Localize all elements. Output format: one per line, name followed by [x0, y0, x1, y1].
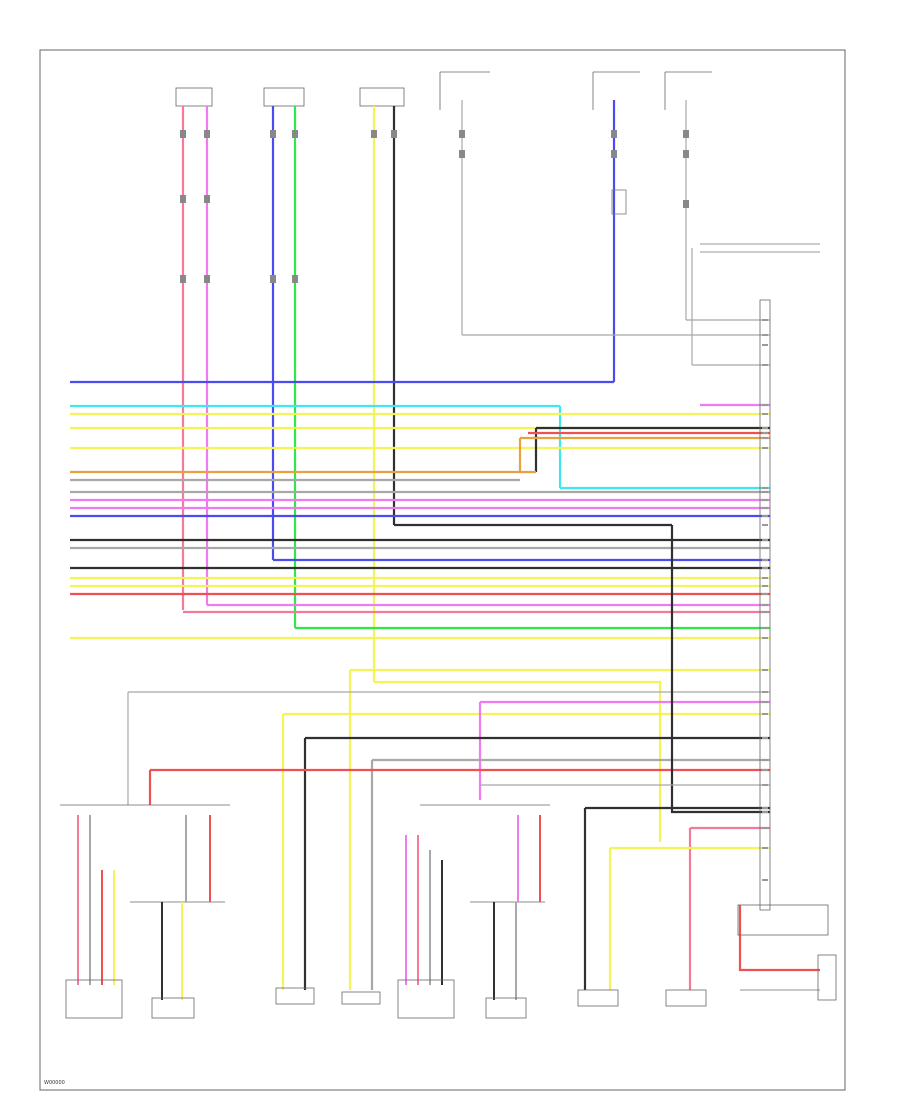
- connector-pin-35: [762, 784, 768, 786]
- bottom-component-9: [817, 954, 837, 1001]
- connector-pin-23: [762, 593, 768, 595]
- connector-pin-4: [762, 364, 768, 366]
- connector-top-3: [359, 87, 405, 107]
- connector-pin-12: [762, 491, 768, 493]
- bottom-component-7: [577, 989, 619, 1007]
- connector-pin-22: [762, 585, 768, 587]
- connector-top-1: [175, 87, 213, 107]
- connector-pin-27: [762, 637, 768, 639]
- wire-red-lower-2: [738, 905, 820, 972]
- connector-pin-30: [762, 701, 768, 703]
- connector-top-6: [664, 71, 712, 110]
- bottom-component-1: [65, 979, 123, 1019]
- connector-pin-9: [762, 437, 768, 439]
- connector-pin-17: [762, 539, 768, 541]
- horizontal-bus: [70, 319, 770, 640]
- connector-pin-18: [762, 547, 768, 549]
- connector-top-5: [592, 71, 640, 110]
- connector-pin-10: [762, 447, 768, 449]
- bottom-component-8: [665, 989, 707, 1007]
- diagram-frame: [39, 49, 846, 1091]
- connector-pin-38: [762, 827, 768, 829]
- connector-pin-5: [762, 404, 768, 406]
- wire-black-lower-2: [670, 525, 770, 814]
- lower-left-components: [60, 804, 550, 903]
- connector-pin-2: [762, 334, 768, 336]
- bottom-component-3: [275, 987, 315, 1005]
- connector-pin-11: [762, 487, 768, 489]
- connector-pin-8: [762, 432, 768, 434]
- connector-pin-32: [762, 737, 768, 739]
- connector-pin-26: [762, 627, 768, 629]
- connector-pin-16: [762, 524, 768, 526]
- lower-wires: [127, 525, 820, 991]
- top-connectors: [175, 71, 712, 110]
- connector-pin-24: [762, 604, 768, 606]
- wire-yellow-lower-1: [374, 680, 662, 842]
- connector-pin-25: [762, 611, 768, 613]
- connector-pin-15: [762, 515, 768, 517]
- connector-pin-7: [762, 427, 768, 429]
- connector-pin-13: [762, 499, 768, 501]
- connector-pin-1: [762, 319, 768, 321]
- bottom-component-6: [485, 997, 527, 1019]
- connector-top-4: [439, 71, 490, 110]
- connector-pin-40: [762, 879, 768, 881]
- footer-code: W00000: [44, 1080, 65, 1086]
- connector-pin-33: [762, 759, 768, 761]
- connector-pin-19: [762, 559, 768, 561]
- connector-pin-20: [762, 567, 768, 569]
- connector-pin-39: [762, 847, 768, 849]
- connector-pin-34: [762, 769, 768, 771]
- connector-pin-28: [762, 669, 768, 671]
- connector-pin-3: [762, 344, 768, 346]
- connector-pin-37: [762, 811, 768, 813]
- connector-pin-36: [762, 807, 768, 809]
- connector-pin-21: [762, 577, 768, 579]
- bottom-component-5: [397, 979, 455, 1019]
- bottom-component-2: [151, 997, 195, 1019]
- bottom-components: [65, 299, 837, 1019]
- connector-pin-31: [762, 713, 768, 715]
- bottom-component-4: [341, 991, 381, 1005]
- connector-pin-29: [762, 691, 768, 693]
- right-lower-box: [737, 904, 829, 936]
- inline-connectors: [180, 130, 689, 283]
- lower-left-wires: [77, 815, 541, 1000]
- connector-pin-14: [762, 507, 768, 509]
- pin-markers: [762, 319, 768, 881]
- connector-pin-6: [762, 413, 768, 415]
- switch-component: [611, 189, 820, 253]
- connector-top-2: [263, 87, 305, 107]
- right-connector-box: [759, 299, 771, 911]
